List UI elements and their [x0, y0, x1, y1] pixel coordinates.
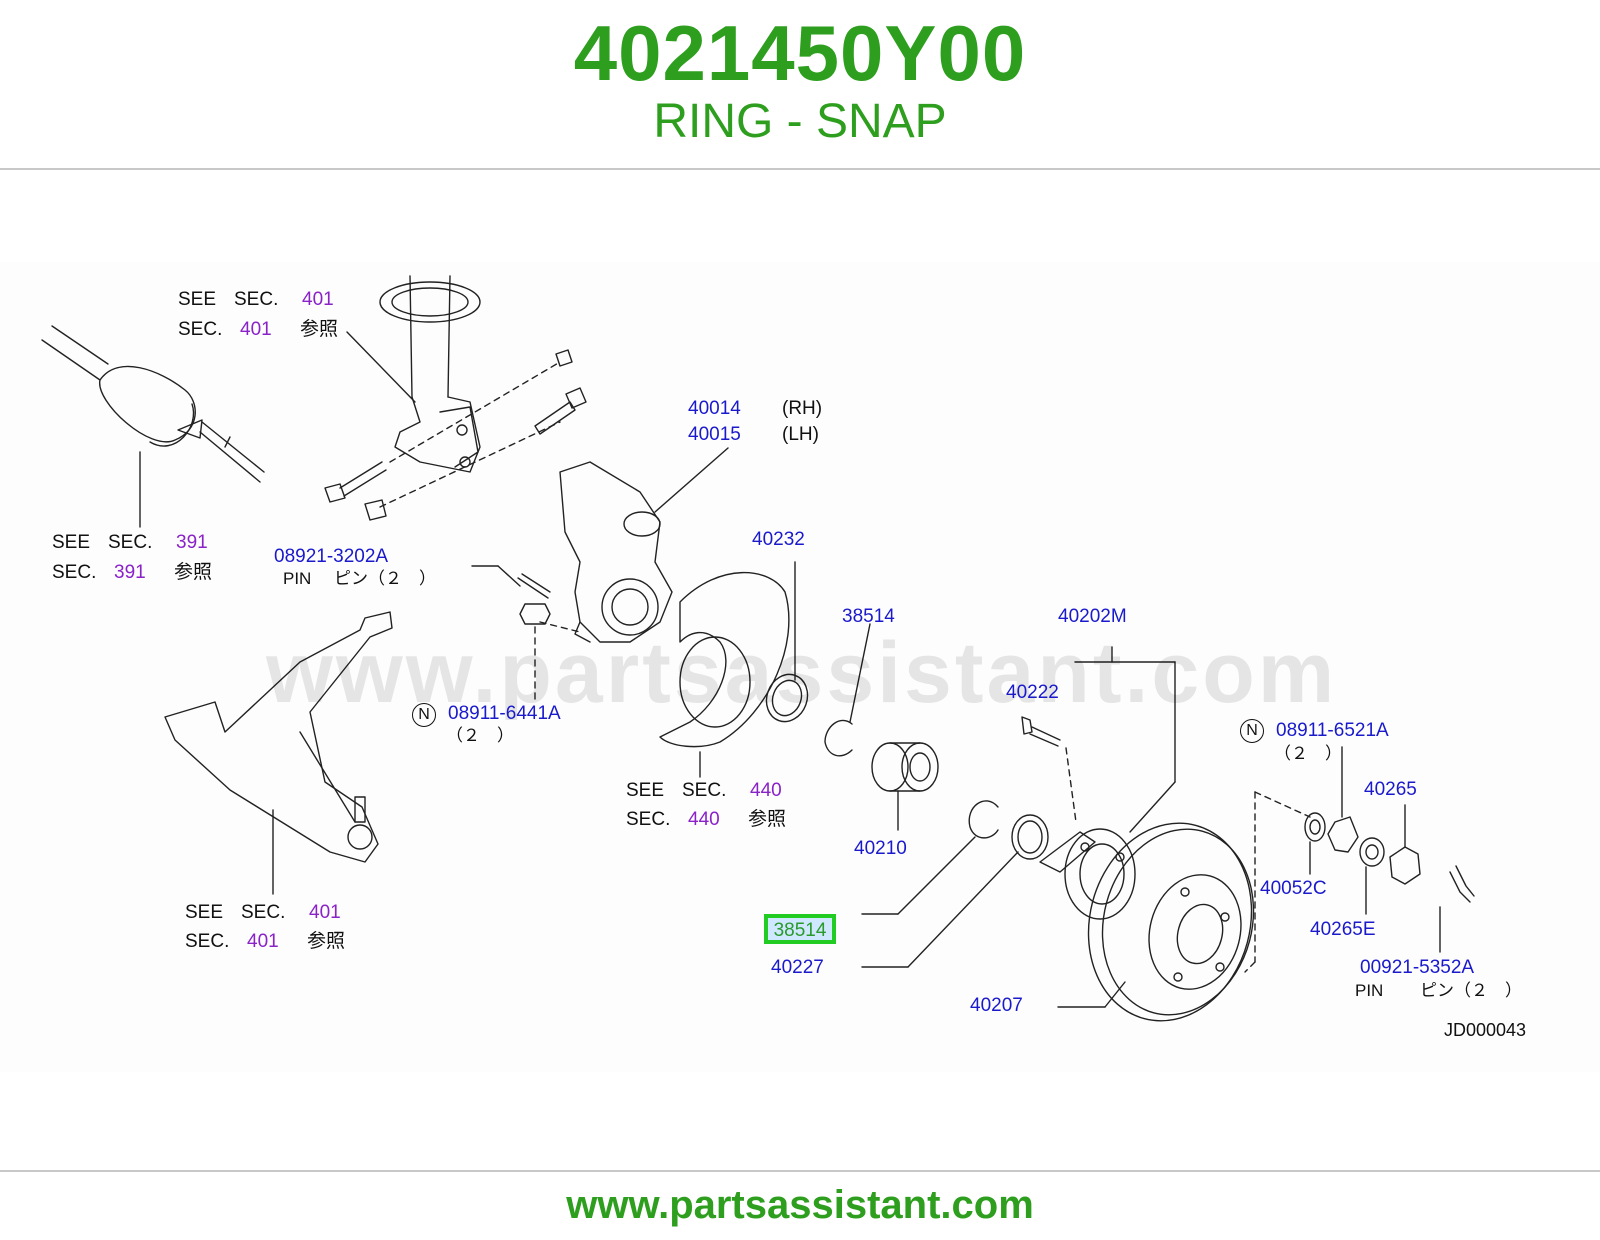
sec-440-sanshou: 参照: [748, 809, 787, 830]
footer-divider: [0, 1170, 1600, 1172]
lh-label: (LH): [782, 424, 819, 445]
part-40015-link[interactable]: 40015: [688, 424, 741, 445]
nut-6441-qty: （２ ）: [446, 726, 514, 745]
part-40014-link[interactable]: 40014: [688, 398, 741, 419]
nut-6521-qty: （２ ）: [1274, 744, 1342, 763]
see-sec-391-link[interactable]: 391: [176, 532, 208, 553]
snap-ring-lower-drawing: [861, 800, 1049, 968]
part-40207-link[interactable]: 40207: [970, 995, 1023, 1016]
part-name-subtitle: RING - SNAP: [653, 95, 947, 148]
see-sec-401-top-see: SEE: [178, 289, 217, 310]
part-40210-link[interactable]: 40210: [854, 838, 907, 859]
sec-401-bottom-sec: SEC.: [185, 931, 230, 952]
brake-rotor-drawing: [1057, 791, 1311, 1022]
drive-shaft-drawing: [41, 325, 265, 528]
see-sec-391-see: SEE: [52, 532, 91, 553]
part-08911-6521A-link[interactable]: 08911-6521A: [1276, 720, 1389, 741]
part-38514-highlighted-link[interactable]: 38514: [764, 914, 836, 944]
part-38514-top-link[interactable]: 38514: [842, 606, 895, 627]
sec-401-bottom-sanshou: 参照: [307, 931, 346, 952]
see-sec-440-link[interactable]: 440: [750, 780, 782, 801]
lower-control-arm-drawing: [164, 611, 393, 895]
part-08911-6441A-link[interactable]: 08911-6441A: [448, 703, 561, 724]
sec-440-sec: SEC.: [626, 809, 671, 830]
see-sec-440-sec: SEC.: [682, 780, 727, 801]
see-sec-391-sec: SEC.: [108, 532, 153, 553]
seal-40232-drawing: [765, 561, 809, 723]
sec-401-bottom-link[interactable]: 401: [247, 931, 279, 952]
splash-shield-drawing: [659, 571, 790, 778]
cotter-pin-nut-drawing: [471, 565, 581, 703]
see-sec-401-top-link[interactable]: 401: [302, 289, 334, 310]
steering-knuckle-drawing: [559, 447, 729, 643]
sec-440-link[interactable]: 440: [688, 809, 720, 830]
part-00921-5352A-link[interactable]: 00921-5352A: [1360, 957, 1475, 978]
pin-5352-pin: PIN: [1355, 981, 1384, 1000]
n-circle-6521: N: [1240, 719, 1264, 743]
part-number-title: 4021450Y00: [573, 9, 1027, 97]
sec-391-sanshou: 参照: [174, 562, 213, 583]
exploded-parts-diagram: www.partsassistant.com SEE SEC. 401 SEC.…: [0, 262, 1600, 1072]
hub-nut-set-drawing: [1304, 746, 1475, 953]
part-40232-link[interactable]: 40232: [752, 529, 805, 550]
wheel-bearing-drawing: [871, 742, 939, 831]
part-38514-highlighted-label: 38514: [773, 920, 827, 941]
pin-5352-jp: ピン（２ ）: [1420, 981, 1522, 1000]
sec-391-link[interactable]: 391: [114, 562, 146, 583]
watermark: www.partsassistant.com: [266, 625, 1338, 721]
page-header: 4021450Y00 RING - SNAP: [0, 0, 1600, 168]
sec-401-top-link[interactable]: 401: [240, 319, 272, 340]
part-40265-link[interactable]: 40265: [1364, 779, 1417, 800]
part-08921-3202A-link[interactable]: 08921-3202A: [274, 546, 389, 567]
part-40227-link[interactable]: 40227: [771, 957, 824, 978]
diagram-drawing: [41, 275, 1475, 1022]
see-sec-401-bottom-sec: SEC.: [241, 902, 286, 923]
sec-391-sec: SEC.: [52, 562, 97, 583]
see-sec-401-bottom-see: SEE: [185, 902, 224, 923]
strut-drawing: [346, 275, 481, 473]
n-circle-6441: N: [412, 703, 436, 727]
diagram-code: JD000043: [1444, 1020, 1527, 1040]
pin-3202-pin: PIN: [283, 569, 312, 588]
rh-label: (RH): [782, 398, 823, 419]
footer-website-link[interactable]: www.partsassistant.com: [566, 1183, 1034, 1227]
part-40052C-link[interactable]: 40052C: [1260, 878, 1327, 899]
snap-ring-top-drawing: [824, 623, 871, 757]
see-sec-440-see: SEE: [626, 780, 665, 801]
hub-drawing: [1021, 646, 1176, 920]
sec-401-top-sanshou: 参照: [300, 319, 339, 340]
sec-401-top-sec: SEC.: [178, 319, 223, 340]
strut-bolts-drawing: [324, 349, 587, 521]
see-sec-401-bottom-link[interactable]: 401: [309, 902, 341, 923]
header-divider: [0, 168, 1600, 170]
pin-3202-jp: ピン（２ ）: [334, 569, 436, 588]
part-40265E-link[interactable]: 40265E: [1310, 919, 1376, 940]
part-40202M-link[interactable]: 40202M: [1058, 606, 1127, 627]
see-sec-401-top-sec: SEC.: [234, 289, 279, 310]
part-40222-link[interactable]: 40222: [1006, 682, 1059, 703]
